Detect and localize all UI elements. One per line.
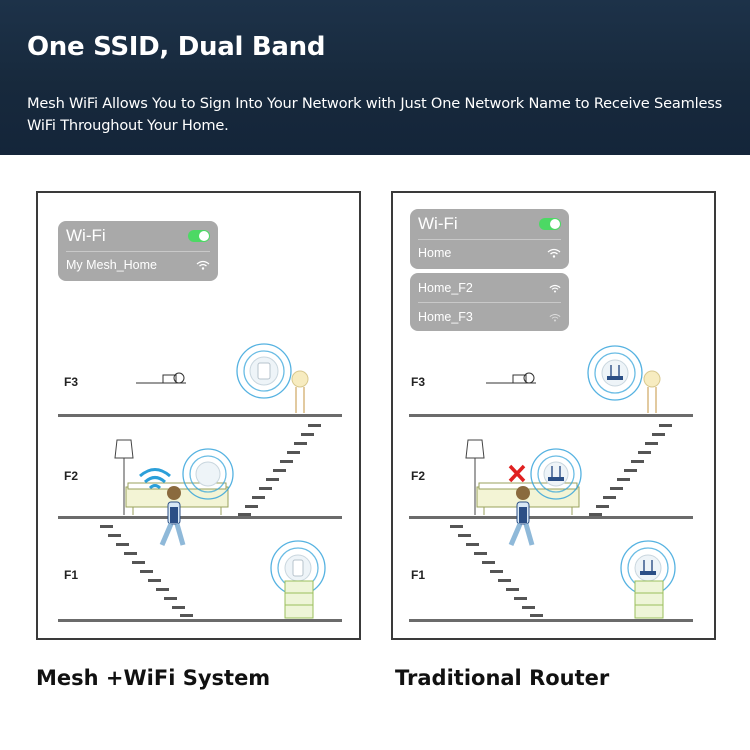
no-signal-x-icon [508,464,526,483]
wifi-network-row[interactable]: Home [418,246,561,260]
standing-lamp-icon [114,439,134,515]
wifi-card-title: Wi-Fi [66,226,106,245]
network-row-f3[interactable]: Home_F3 [418,310,561,324]
staircase-lower [450,525,543,617]
traditional-router-caption: Traditional Router [395,666,610,690]
traditional-router-panel: Wi-Fi Home Home_F2 Home_F3 [391,191,716,640]
mesh-scene-illustration [100,343,326,619]
person-icon [159,486,186,546]
person-icon [508,486,535,546]
floor-line-f3 [58,414,342,417]
cabinet-icon [284,580,314,619]
network-row-f2[interactable]: Home_F2 [418,281,561,295]
floor-label-f1: F1 [64,568,79,582]
floor-label-f3: F3 [411,375,426,389]
wifi-weak-signal-icon [549,313,561,321]
floor-line-f2 [409,516,693,519]
wifi-network-name: Home [418,246,452,260]
floor-line-f1 [58,619,342,622]
standing-lamp-icon [465,439,485,515]
wifi-network-name: My Mesh_Home [66,258,157,272]
mesh-system-panel: Wi-Fi My Mesh_Home F3 F2 F1 [36,191,361,640]
staircase-lower [100,525,193,617]
wifi-strong-signal-icon [139,468,171,490]
floor-label-f1: F1 [411,568,426,582]
wifi-toggle[interactable] [188,230,210,242]
router-scene-illustration [450,345,676,619]
wifi-toggle[interactable] [539,218,561,230]
floor-line-f2 [58,516,342,519]
wifi-signal-icon [196,260,210,270]
bed-icon [136,372,186,384]
router-node-f2 [530,448,582,500]
page-subtitle: Mesh WiFi Allows You to Sign Into Your N… [27,95,723,134]
network-name-f2: Home_F2 [418,281,473,295]
cabinet-icon [634,580,664,619]
floor-lamp-icon [643,370,661,413]
mesh-node-f3 [236,343,292,399]
floor-label-f2: F2 [411,469,426,483]
floor-label-f3: F3 [64,375,79,389]
bed-icon [486,372,536,384]
floor-line-f1 [409,619,693,622]
mesh-system-caption: Mesh +WiFi System [36,666,271,690]
extra-networks-card: Home_F2 Home_F3 [410,273,569,331]
floor-line-f3 [409,414,693,417]
network-name-f3: Home_F3 [418,310,473,324]
header-banner: One SSID, Dual Band Mesh WiFi Allows You… [0,0,750,155]
page-title: One SSID, Dual Band [27,32,326,62]
floor-lamp-icon [291,370,309,413]
floor-label-f2: F2 [64,469,79,483]
wifi-network-row[interactable]: My Mesh_Home [66,258,210,272]
staircase-upper [589,424,672,516]
wifi-card: Wi-Fi My Mesh_Home [58,221,218,281]
router-node-f3 [587,345,643,401]
staircase-upper [238,424,321,516]
wifi-signal-icon [549,284,561,293]
mesh-node-f2 [182,448,234,500]
wifi-card-title: Wi-Fi [418,214,458,233]
wifi-signal-icon [547,248,561,258]
wifi-card: Wi-Fi Home [410,209,569,269]
